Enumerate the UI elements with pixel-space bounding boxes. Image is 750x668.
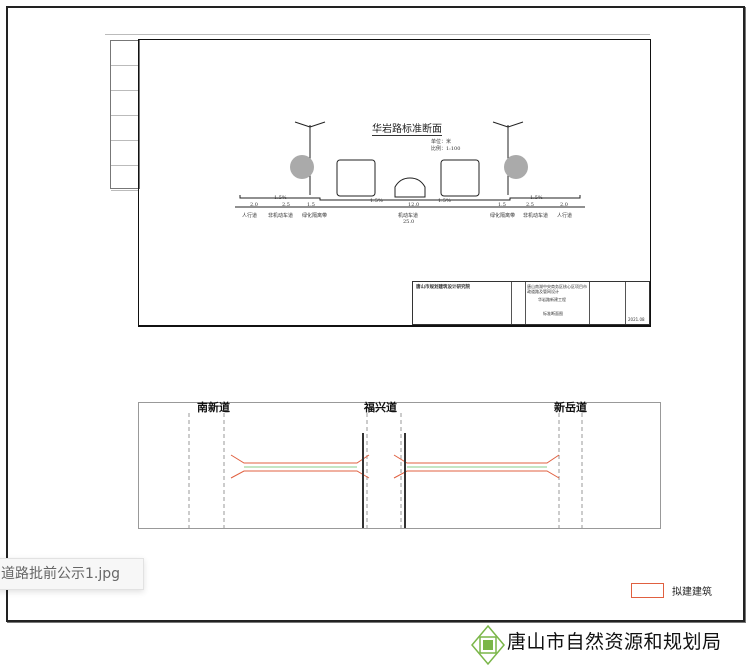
scale-label: 比例：1:100 — [431, 146, 461, 152]
road-profile — [239, 195, 581, 201]
total-width-label: 25.0 — [403, 219, 415, 225]
slope-label: 1.5% — [370, 198, 383, 204]
drawing-date: 2021.08 — [628, 317, 645, 322]
subproject-name: 华岩路新建工程 — [538, 297, 566, 302]
tree — [504, 155, 528, 179]
width-label: 12.0 — [408, 202, 420, 208]
institute-name: 唐山市规划建筑设计研究院 — [416, 285, 470, 290]
width-label: 2.5 — [282, 202, 290, 208]
zone-label: 绿化隔离带 — [302, 213, 328, 219]
plan-view: 南新道 福兴道 新岳道 — [138, 401, 661, 529]
drawing-name: 标准断面图 — [543, 311, 563, 316]
slope-label: 1.5% — [438, 198, 451, 204]
zone-label: 人行道 — [242, 213, 258, 219]
cross-section-drawing — [235, 121, 585, 208]
divider — [105, 34, 650, 35]
sign-off-strip — [110, 40, 140, 191]
width-label: 2.5 — [526, 202, 534, 208]
slope-label: 1.5% — [530, 195, 543, 201]
zone-label: 机动车道 — [398, 213, 419, 219]
cross-section-title: 华岩路标准断面 — [372, 120, 442, 136]
street-label: 南新道 — [197, 401, 230, 414]
legend-label: 拟建建筑 — [672, 587, 712, 598]
zone-label: 人行道 — [557, 213, 573, 219]
legend-swatch — [631, 583, 664, 598]
project-name: 唐山南湖中央商务区核心区项目市政道路及管网设计 — [527, 284, 587, 294]
width-label: 1.5 — [498, 202, 506, 208]
zone-label: 非机动车道 — [523, 213, 549, 219]
cross-section-sheet — [138, 39, 651, 327]
slope-label: 1.5% — [274, 195, 287, 201]
zone-label: 绿化隔离带 — [490, 213, 516, 219]
tree — [290, 155, 314, 179]
bus — [440, 159, 480, 197]
zone-label: 非机动车道 — [268, 213, 294, 219]
drawing-frame — [6, 6, 745, 622]
unit-label: 单位：米 — [431, 139, 452, 145]
car — [394, 177, 426, 198]
width-label: 2.0 — [250, 202, 258, 208]
width-label: 2.0 — [560, 202, 568, 208]
filename-tooltip: 道路批前公示1.jpg — [0, 558, 144, 590]
title-block: 唐山市规划建筑设计研究院 唐山南湖中央商务区核心区项目市政道路及管网设计 华岩路… — [412, 281, 650, 325]
bureau-logo-icon — [471, 624, 505, 666]
bus — [336, 159, 376, 197]
width-label: 1.5 — [307, 202, 315, 208]
street-label: 福兴道 — [364, 401, 397, 414]
bureau-name: 唐山市自然资源和规划局 — [507, 631, 722, 653]
street-label: 新岳道 — [554, 401, 587, 414]
